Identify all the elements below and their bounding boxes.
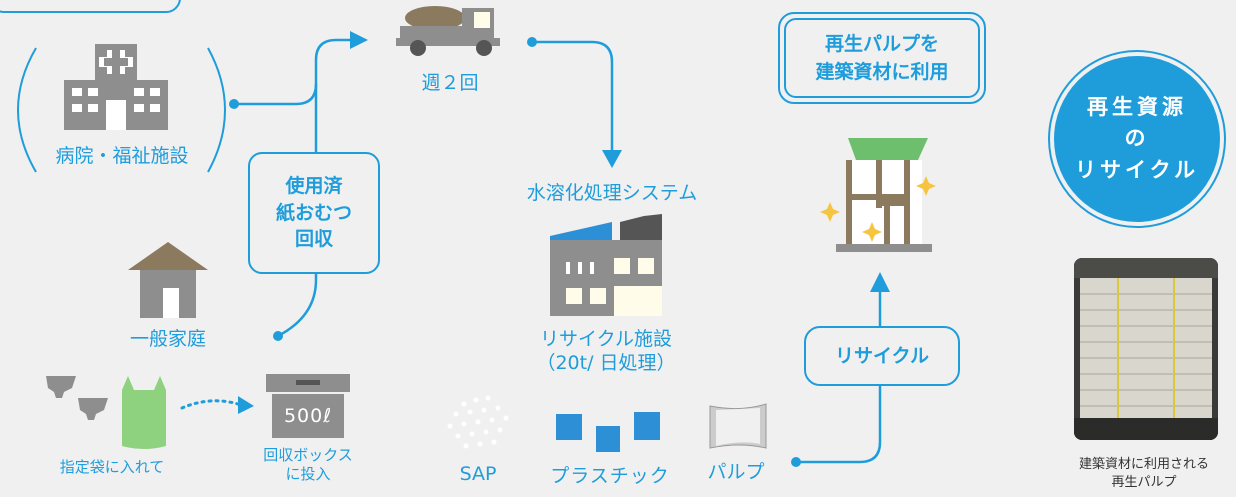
dotted-arrow-head	[238, 396, 254, 414]
photo-caption: 建築資材に利用される 再生パルプ	[1078, 457, 1209, 490]
bag-icon	[122, 376, 166, 449]
plastic-label: プラスチック	[550, 465, 670, 487]
pulp-use-box: 再生パルプを 建築資材に利用	[778, 12, 986, 104]
box-capacity-label: 500ℓ	[283, 405, 333, 427]
sap-icon	[447, 395, 509, 449]
pulp-icon	[709, 403, 767, 449]
hospital-icon	[64, 44, 168, 130]
factory-icon	[550, 214, 662, 316]
collection-box-icon	[266, 374, 350, 438]
building-icon	[820, 138, 936, 252]
collection-box-label: 回収ボックス に投入	[263, 446, 353, 483]
pulp-use-label: 再生パルプを 建築資材に利用	[784, 18, 980, 98]
recycle-box: リサイクル	[804, 326, 960, 386]
connector-pulp-to-building	[796, 290, 882, 464]
connector-dot-household	[273, 331, 283, 341]
house-icon	[128, 242, 208, 318]
hospital-bracket-left	[17, 47, 37, 173]
dotted-arrow	[180, 399, 240, 410]
household-label: 一般家庭	[129, 328, 207, 350]
connector-truck-to-facility	[532, 40, 614, 152]
diaper-icon	[46, 376, 108, 420]
hospital-label: 病院・福祉施設	[55, 145, 189, 167]
partial-title-box	[0, 0, 181, 13]
collection-info-box: 使用済 紙おむつ 回収	[248, 152, 380, 274]
bag-label: 指定袋に入れて	[59, 458, 165, 476]
connector-sources	[234, 38, 352, 338]
system-label: 水溶化処理システム	[526, 182, 698, 204]
pulp-label: パルプ	[707, 461, 765, 483]
connector-dot-hospital	[229, 99, 239, 109]
sap-label: SAP	[459, 463, 497, 485]
connector-dot-pulp	[791, 457, 801, 467]
truck-icon	[396, 6, 500, 56]
connector-dot-truck	[527, 37, 537, 47]
photo-illustration	[1074, 258, 1218, 440]
recycle-circle: 再生資源 の リサイクル	[1054, 56, 1220, 222]
arrow-to-building	[870, 272, 890, 292]
facility-label: リサイクル施設 （20t/ 日処理）	[536, 328, 676, 374]
plastic-icon	[556, 412, 660, 452]
arrow-to-facility	[602, 150, 622, 168]
hospital-bracket-right	[207, 47, 226, 173]
recycled-pulp-photo	[1074, 258, 1218, 440]
arrow-to-truck	[350, 31, 368, 49]
truck-frequency-label: 週２回	[421, 72, 479, 94]
